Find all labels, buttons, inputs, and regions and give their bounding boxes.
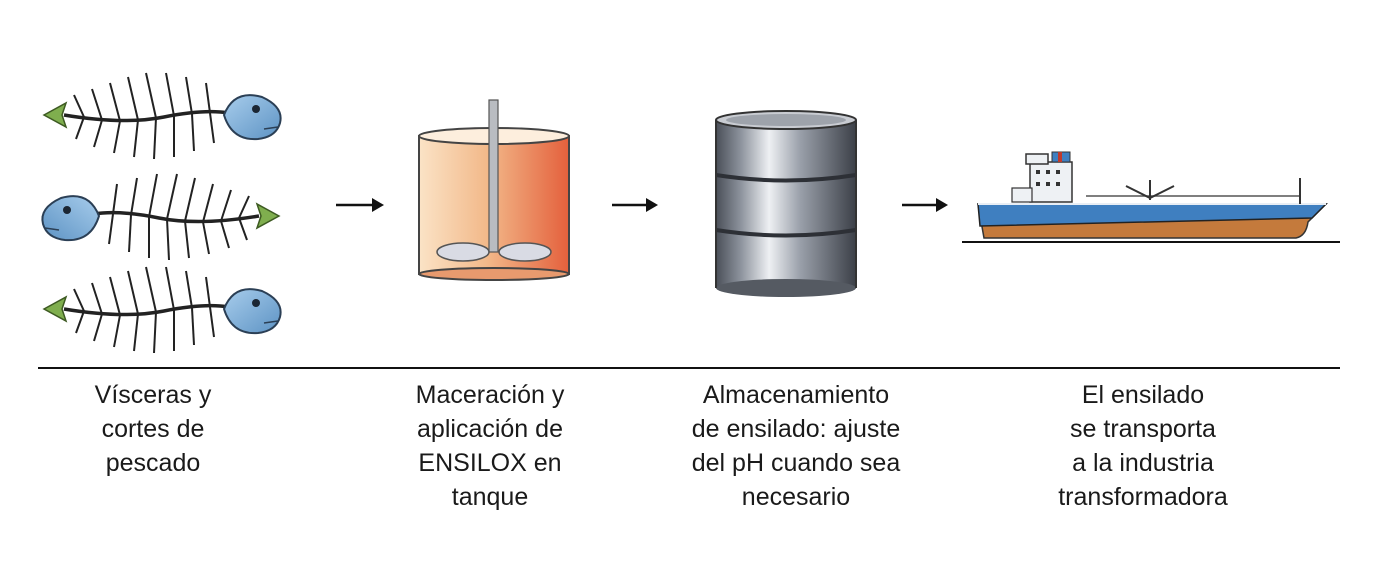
arrow-icon: [902, 198, 948, 212]
caption-line: del pH cuando sea: [691, 449, 901, 477]
divider-line: [38, 367, 1340, 369]
mixing-tank-icon: [418, 99, 570, 281]
caption-step-4: El ensilado se transporta a la industria…: [993, 378, 1293, 514]
caption-line: aplicación de: [417, 415, 563, 443]
caption-line: tanque: [451, 483, 529, 511]
process-diagram: [40, 71, 1340, 355]
caption-step-2: Maceración y aplicación de ENSILOX en ta…: [340, 378, 640, 514]
caption-line: se transporta: [1070, 415, 1216, 443]
tanker-ship-icon: [962, 151, 1340, 243]
caption-step-3: Almacenamiento de ensilado: ajuste del p…: [646, 378, 946, 514]
fish-skeletons-icon: [40, 71, 283, 355]
caption-line: Maceración y: [415, 381, 565, 409]
fish-skeleton-top: [42, 71, 283, 161]
caption-line: a la industria: [1072, 449, 1214, 477]
arrow-icon: [336, 198, 384, 212]
steel-drum-icon: [715, 110, 857, 297]
caption-line: Vísceras y: [94, 381, 212, 409]
caption-line: cortes de: [101, 415, 205, 443]
arrow-icon: [612, 198, 658, 212]
fish-skeleton-middle: [40, 172, 281, 262]
caption-line: ENSILOX en: [418, 449, 562, 477]
caption-line: necesario: [741, 483, 851, 511]
fish-skeleton-bottom: [42, 265, 283, 355]
caption-step-1: Vísceras y cortes de pescado: [3, 378, 303, 480]
caption-line: pescado: [105, 449, 201, 477]
caption-line: transformadora: [1058, 483, 1228, 511]
caption-line: Almacenamiento: [702, 381, 890, 409]
caption-line: El ensilado: [1081, 381, 1205, 409]
caption-line: de ensilado: ajuste: [691, 415, 901, 443]
